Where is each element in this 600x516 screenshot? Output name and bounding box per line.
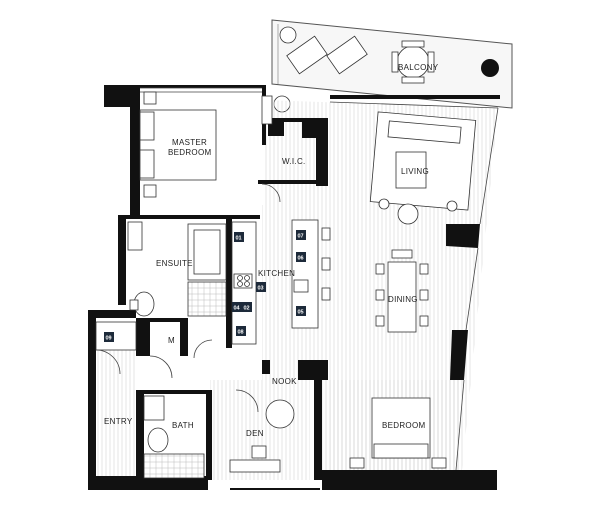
room-label-balcony: BALCONY — [398, 63, 439, 72]
wardrobe — [261, 95, 273, 125]
dining-table — [375, 249, 429, 333]
appliance-badge-08: 08 — [236, 326, 246, 336]
bath-fixtures — [143, 395, 205, 479]
svg-text:04: 04 — [234, 306, 241, 312]
svg-text:02: 02 — [244, 306, 250, 312]
room-label-kitchen: KITCHEN — [258, 269, 295, 278]
room-label-entry: ENTRY — [104, 417, 133, 426]
room-label-ensuite: ENSUITE — [156, 259, 193, 268]
room-label-dining: DINING — [388, 295, 418, 304]
room-label-bedroom: BEDROOM — [382, 421, 425, 430]
svg-text:05: 05 — [298, 310, 304, 316]
balcony-post-icon — [481, 59, 499, 77]
svg-text:08: 08 — [238, 330, 244, 336]
den-furniture — [229, 399, 295, 473]
room-label-living: LIVING — [401, 167, 429, 176]
room-label-nook: NOOK — [272, 377, 297, 386]
svg-text:07: 07 — [298, 234, 304, 240]
master-bed — [139, 91, 217, 198]
svg-text:06: 06 — [298, 256, 304, 262]
room-labels: BALCONY MASTER BEDROOM W.I.C. LIVING ENS… — [104, 63, 439, 438]
room-label-wic: W.I.C. — [282, 157, 306, 166]
appliance-badge-05: 05 — [296, 306, 306, 316]
room-label-master-2: BEDROOM — [168, 148, 211, 157]
svg-text:09: 09 — [106, 336, 112, 342]
entry-closet — [95, 321, 137, 351]
appliance-badge-04: 04 — [232, 302, 242, 312]
appliance-badge-09: 09 — [104, 332, 114, 342]
room-label-master-1: MASTER — [172, 138, 207, 147]
ensuite-fixtures — [127, 221, 227, 317]
appliance-badges: 01 02 03 04 05 06 07 08 09 — [104, 230, 306, 342]
walls — [88, 85, 500, 490]
bedroom-bed — [349, 397, 447, 469]
kitchen-counter — [231, 221, 257, 345]
appliance-badge-02: 02 — [242, 302, 252, 312]
svg-text:03: 03 — [258, 286, 264, 292]
door-swings — [95, 183, 281, 413]
room-label-bath: BATH — [172, 421, 194, 430]
living-furniture — [369, 111, 477, 225]
windows — [140, 87, 499, 471]
appliance-badge-01: 01 — [234, 232, 244, 242]
room-label-mechanical: M — [168, 336, 175, 345]
svg-text:01: 01 — [236, 236, 242, 242]
appliance-badge-07: 07 — [296, 230, 306, 240]
appliance-badge-03: 03 — [256, 282, 266, 292]
room-label-den: DEN — [246, 429, 264, 438]
appliance-badge-06: 06 — [296, 252, 306, 262]
